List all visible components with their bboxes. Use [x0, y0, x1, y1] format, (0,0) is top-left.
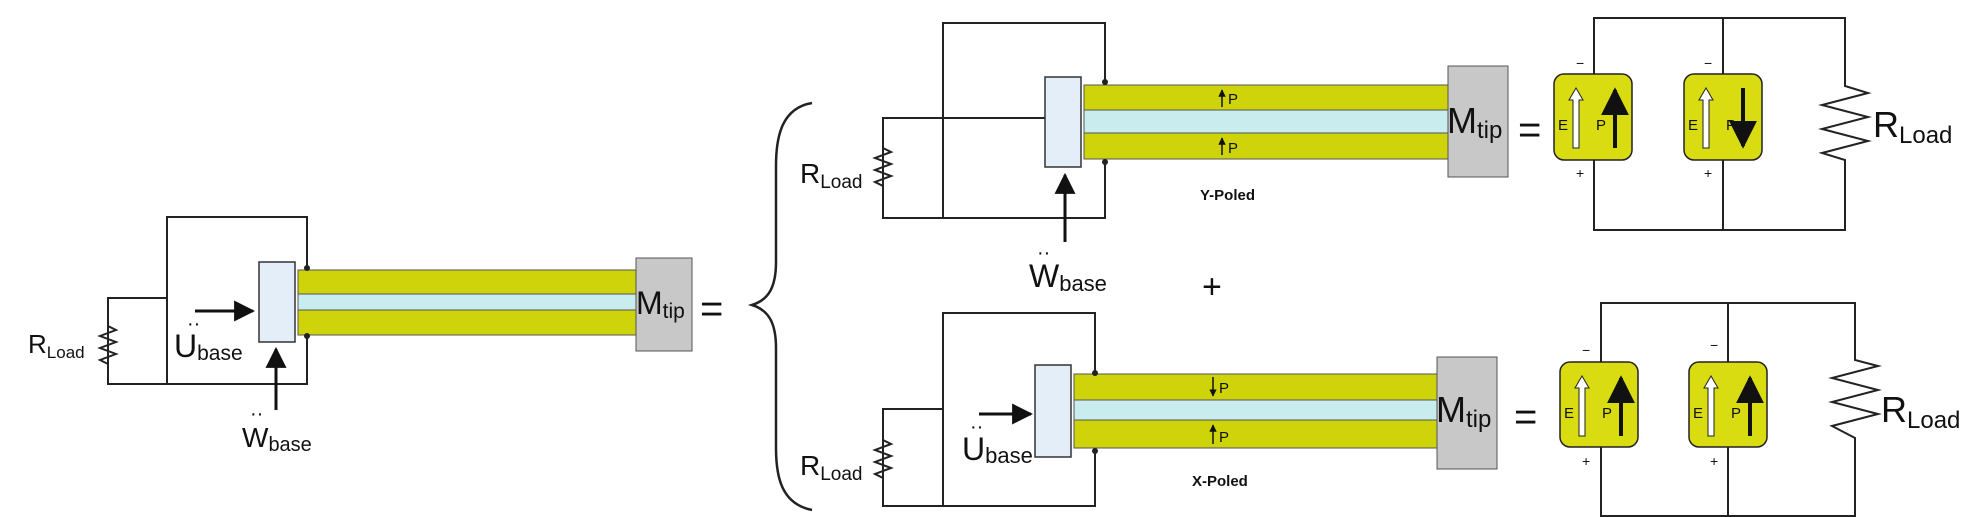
bottom-elem2-plus: + — [1710, 453, 1718, 469]
left-piezo-bottom-layer — [297, 309, 637, 336]
top-load-loop — [882, 117, 1106, 219]
left-u-base-dots: ·· — [187, 313, 200, 335]
top-elem2-p: P — [1726, 117, 1736, 134]
bottom-equals: = — [1514, 395, 1537, 439]
left-m-tip-label: Mtip — [636, 285, 685, 323]
bottom-u-base-dots: ·· — [970, 416, 983, 438]
top-equivalent-circuit: E P E P − + − + RLoad — [1553, 17, 1952, 231]
bottom-caption: X-Poled — [1192, 473, 1248, 490]
left-piezo-top-layer — [297, 269, 637, 295]
top-resistor — [872, 140, 894, 194]
top-elem1-plus: + — [1576, 165, 1584, 181]
top-pole-lower-label: P — [1228, 140, 1238, 157]
bottom-tip-mass — [1436, 356, 1498, 470]
top-elem1-e: E — [1558, 117, 1568, 134]
bottom-substrate-layer — [1073, 399, 1445, 421]
bottom-u-base-label: Ubase — [962, 431, 1033, 468]
left-u-base-label: Ubase — [174, 328, 243, 365]
top-right-resistor — [1818, 80, 1872, 175]
top-elem2-e: E — [1688, 117, 1698, 134]
top-elem2-plus: + — [1704, 165, 1712, 181]
bottom-pole-upper-label: P — [1219, 380, 1229, 397]
bottom-elem1-minus: − — [1582, 342, 1590, 358]
bottom-top-wire — [942, 312, 1096, 409]
left-tip-mass — [635, 257, 693, 352]
top-m-tip-label: Mtip — [1447, 100, 1502, 144]
top-elem2-minus: − — [1704, 55, 1712, 71]
left-w-base-label: Wbase — [242, 422, 312, 456]
left-load-loop — [107, 297, 308, 385]
bottom-right-resistor — [1828, 354, 1882, 446]
top-equals: = — [1518, 108, 1541, 152]
bottom-piezo-bottom-layer — [1073, 419, 1445, 449]
bottom-r-load-label: RLoad — [800, 450, 863, 485]
bottom-resistor — [872, 432, 894, 486]
top-pole-upper-label: P — [1228, 91, 1238, 108]
bottom-elem1-e: E — [1564, 405, 1574, 422]
left-bimorph: RLoad Ubase ·· Wbase ·· Mtip = — [28, 216, 723, 456]
bottom-clamp — [1034, 364, 1072, 458]
curly-brace — [747, 101, 813, 512]
top-right-r-load-label: RLoad — [1873, 104, 1952, 149]
top-piezo-top-layer — [1083, 84, 1455, 111]
bottom-m-tip-label: Mtip — [1436, 389, 1491, 433]
top-elem1-minus: − — [1576, 55, 1584, 71]
bottom-elem2-e: E — [1693, 405, 1703, 422]
left-resistor — [97, 318, 119, 370]
top-tip-mass — [1447, 65, 1509, 178]
bottom-piezo-top-layer — [1073, 373, 1445, 401]
bottom-elem1-p: P — [1602, 405, 1612, 422]
bottom-load-loop — [882, 408, 1096, 507]
bottom-elem1-plus: + — [1582, 453, 1590, 469]
top-substrate-layer — [1083, 109, 1455, 134]
top-w-base-label: Wbase — [1029, 258, 1107, 296]
bottom-elem2-minus: − — [1710, 337, 1718, 353]
top-top-wire — [942, 22, 1106, 118]
top-w-base-dots: ·· — [1037, 242, 1050, 264]
bottom-elem2-p: P — [1731, 405, 1741, 422]
left-substrate-layer — [297, 293, 637, 311]
bottom-bimorph: P P RLoad Ubase ·· X-Poled Mtip = E P E … — [800, 302, 1960, 517]
top-bimorph: P P RLoad Wbase ·· Y-Poled Mtip = E P E — [800, 17, 1952, 296]
top-caption: Y-Poled — [1200, 187, 1255, 204]
bottom-pole-lower-label: P — [1219, 429, 1229, 446]
left-r-load-label: RLoad — [28, 329, 85, 362]
top-piezo-bottom-layer — [1083, 132, 1455, 160]
left-top-wire — [166, 216, 308, 298]
top-elem1-p: P — [1596, 117, 1606, 134]
left-equals: = — [700, 287, 723, 331]
top-clamp — [1044, 76, 1082, 168]
left-clamp — [258, 261, 296, 343]
left-w-base-dots: ·· — [250, 403, 263, 425]
top-r-load-label: RLoad — [800, 158, 863, 193]
bottom-equivalent-circuit: E P E P − + − + RLoad — [1559, 302, 1960, 517]
plus-sign: + — [1202, 268, 1222, 306]
bottom-right-r-load-label: RLoad — [1881, 389, 1960, 434]
